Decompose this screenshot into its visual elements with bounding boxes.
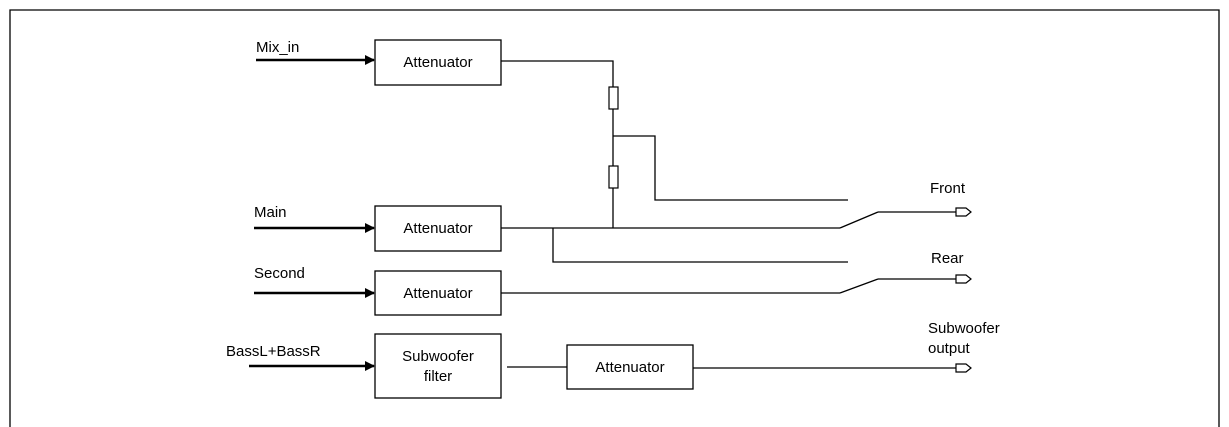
attenuator-sub-block: Attenuator: [566, 344, 694, 390]
mix-wire: [501, 60, 614, 87]
subwoofer-filter-block: Subwoofer filter: [374, 333, 502, 399]
front-output-terminal: [955, 207, 972, 217]
output-label-rear: Rear: [931, 250, 964, 267]
output-label-front: Front: [930, 180, 966, 197]
main-rear-branch-wire: [552, 228, 848, 263]
input-label-second: Second: [254, 265, 305, 282]
input-label-mix-in: Mix_in: [256, 39, 299, 56]
mix-tap-wire: [613, 135, 848, 201]
attenuator-main-label: Attenuator: [403, 220, 472, 237]
rear-output-terminal: [955, 274, 972, 284]
subwoofer-filter-label-2: filter: [424, 368, 452, 385]
subwoofer-filter-label-1: Subwoofer: [402, 348, 474, 365]
input-label-bass: BassL+BassR: [226, 343, 321, 360]
attenuator-second-block: Attenuator: [374, 270, 502, 316]
attenuator-main-block: Attenuator: [374, 205, 502, 252]
diagram-frame: [9, 9, 1220, 427]
attenuator-mix-block: Attenuator: [374, 39, 502, 86]
front-switch-lever: [839, 211, 879, 229]
output-label-sub-1: Subwoofer: [928, 320, 1000, 337]
attenuator-mix-label: Attenuator: [403, 54, 472, 71]
resistor-lower: [608, 165, 619, 189]
output-label-sub-2: output: [928, 340, 971, 357]
attenuator-sub-label: Attenuator: [595, 359, 664, 376]
sub-output-terminal: [955, 363, 972, 373]
input-label-main: Main: [254, 204, 287, 221]
attenuator-second-label: Attenuator: [403, 285, 472, 302]
resistor-upper: [608, 86, 619, 110]
rear-switch-lever: [839, 278, 879, 294]
